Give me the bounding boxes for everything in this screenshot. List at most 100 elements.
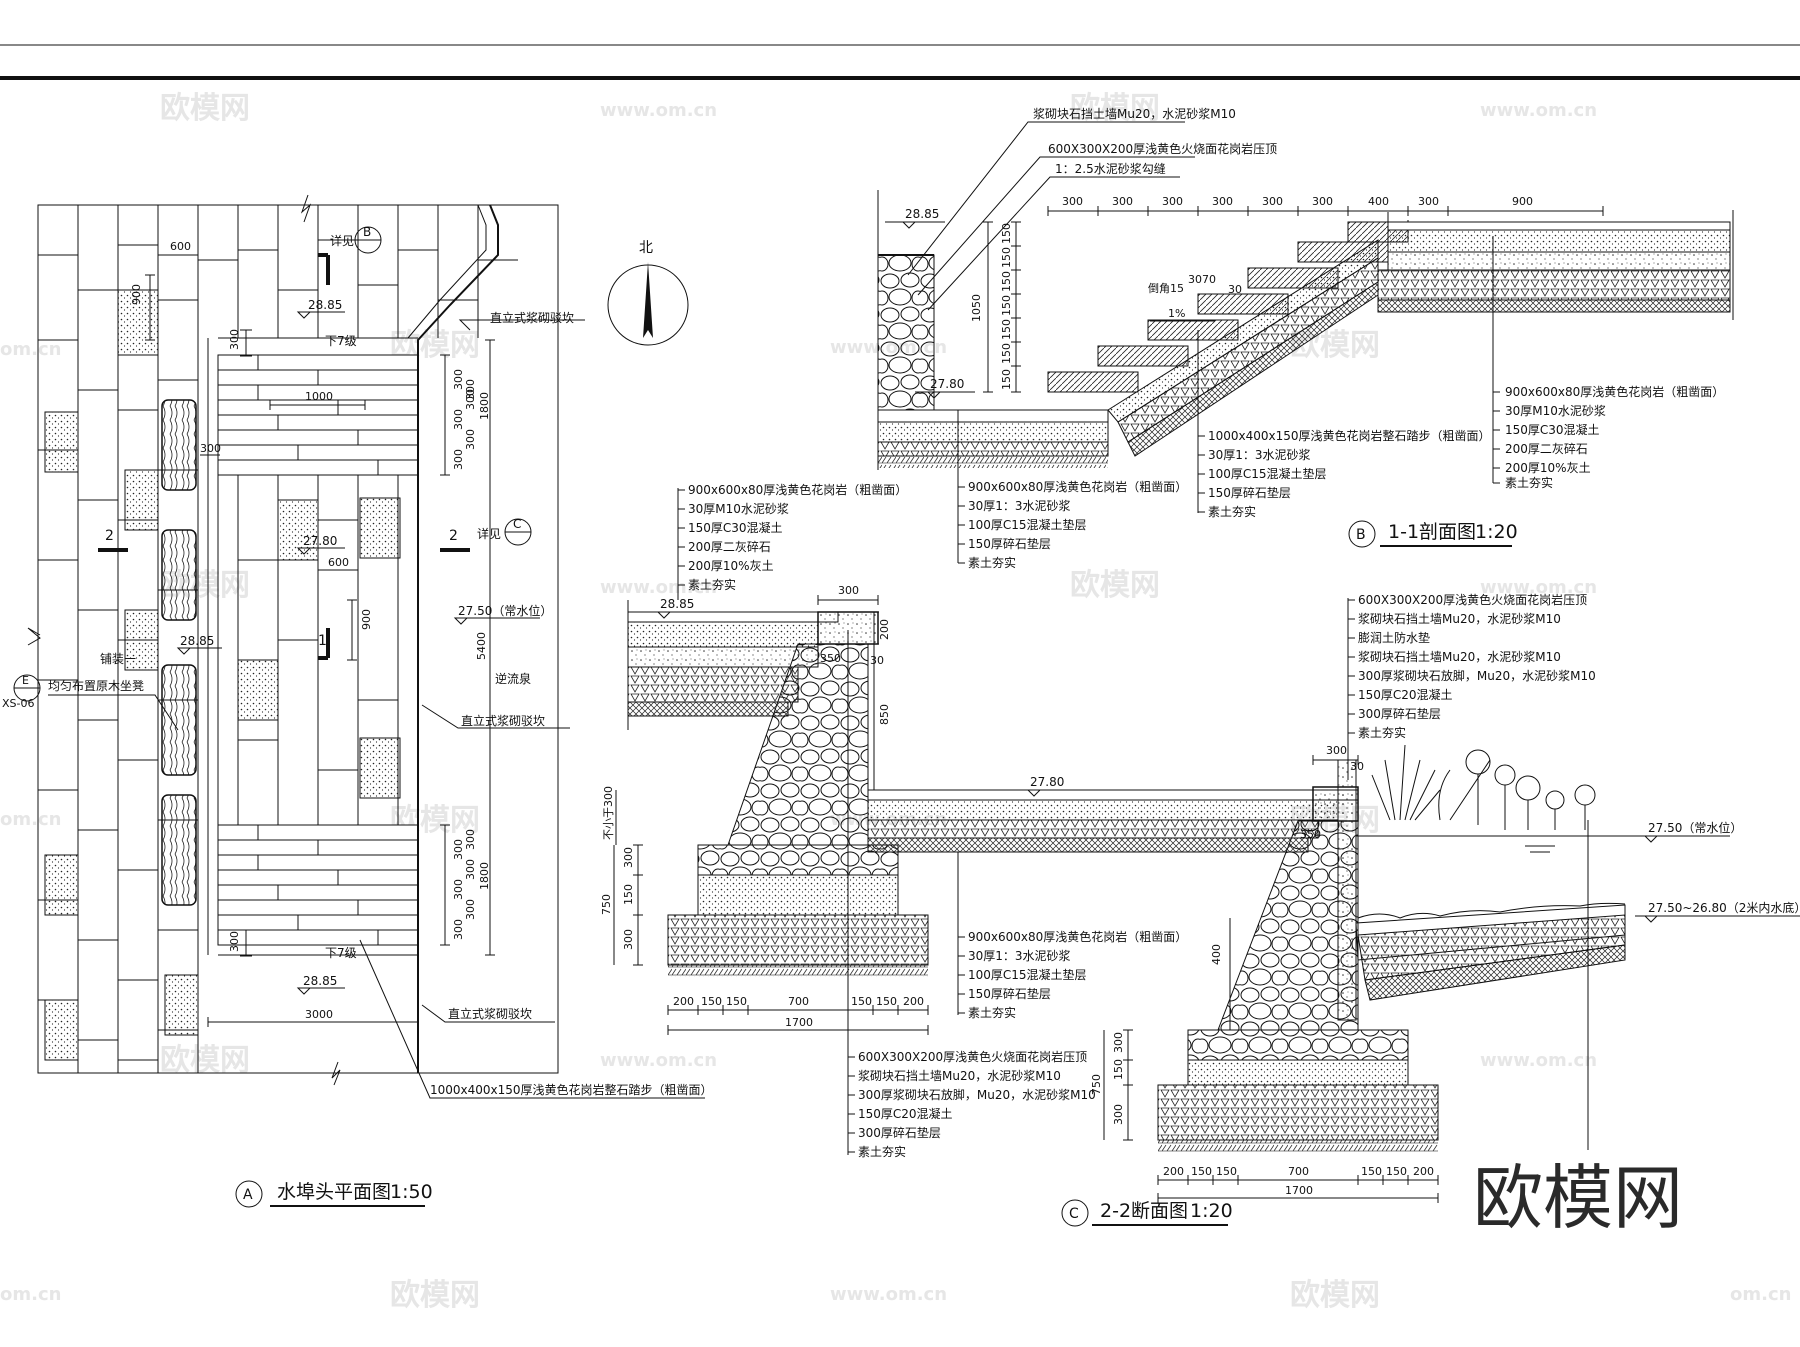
dim: 150 <box>1000 319 1013 340</box>
dim: 150 <box>1000 343 1013 364</box>
dim: 300 <box>622 847 635 868</box>
log-bench <box>161 664 197 776</box>
watermark-url: www.om.cn <box>600 1050 717 1071</box>
plan-stairs <box>217 354 419 946</box>
section-b-title: B 1-1剖面图 1:20 <box>1348 520 1518 548</box>
plan-elevations: 28.85 27.80 28.85 28.85 27.50（常水位） <box>176 298 552 995</box>
dim: 300 <box>464 429 477 450</box>
note: 素土夯实 <box>968 555 1016 570</box>
note: 900x600x80厚浅黄色花岗岩（粗凿面） <box>968 479 1187 494</box>
note: 200厚10%灰土 <box>688 559 774 573</box>
rubble-wall <box>877 254 935 411</box>
fountain-label: 逆流泉 <box>495 671 531 686</box>
elev-27-80: 27.80 <box>930 377 964 391</box>
note: 素土夯实 <box>1505 475 1553 490</box>
cut-2-left-label: 2 <box>105 528 114 544</box>
dim: 300 <box>452 839 465 860</box>
plan-paving-grid <box>37 204 559 1074</box>
elev-28-85-bottom: 28.85 <box>303 974 337 988</box>
dim: 300 <box>1062 195 1083 208</box>
plan-log-benches <box>161 399 197 906</box>
lotus-leaf <box>1515 775 1541 801</box>
elev-normal-water: 27.50（常水位） <box>458 603 552 618</box>
note: 150厚C30混凝土 <box>1505 422 1600 437</box>
wall-label: 直立式浆砌驳坎 <box>490 310 574 325</box>
watermark-url: www.om.cn <box>600 577 717 598</box>
note: 600X300X200厚浅黄色火烧面花岗岩压顶 <box>1358 592 1587 607</box>
section-c-upper-notes: 900x600x80厚浅黄色花岗岩（粗凿面） 30厚M10水泥砂浆 150厚C3… <box>677 482 907 600</box>
step-note: 1000x400x150厚浅黄色花岗岩整石踏步（粗凿面） <box>430 1082 713 1097</box>
note: 30厚M10水泥砂浆 <box>688 501 789 516</box>
note: 素土夯实 <box>1358 725 1406 740</box>
dim: 300 <box>1312 195 1333 208</box>
detail-b-word: 详见 <box>330 233 354 248</box>
note: 150厚碎石垫层 <box>1208 485 1291 500</box>
detail-b-id: B <box>363 225 371 239</box>
dim: 150 <box>1000 223 1013 244</box>
dim: 1700 <box>785 1016 813 1029</box>
chamfer-label: 倒角15 <box>1148 282 1184 295</box>
dim: 750 <box>600 894 613 915</box>
dim: 300 <box>1112 195 1133 208</box>
dim: 300 <box>1212 195 1233 208</box>
dim: 300 <box>464 829 477 850</box>
section-c-title: C 2-2断面图 1:20 <box>1061 1199 1233 1227</box>
north-arrow: 北 <box>607 240 689 346</box>
paving-label: 铺装一 <box>100 652 136 666</box>
lotus-leaf <box>1545 790 1565 810</box>
elev-28-85-top: 28.85 <box>308 298 342 312</box>
dim: 150 <box>1191 1165 1212 1178</box>
note: 1000x400x150厚浅黄色花岗岩整石踏步（粗凿面） <box>1208 428 1491 443</box>
note: 100厚C15混凝土垫层 <box>968 517 1087 532</box>
section-c-title-id: C <box>1069 1206 1079 1222</box>
dim: 300 <box>452 879 465 900</box>
note: 30厚1：3水泥砂浆 <box>968 948 1071 963</box>
plan-dimensions: 600 900 300 1000 300 600 900 5400 1800 1… <box>130 240 495 1027</box>
note: 150厚C20混凝土 <box>858 1106 953 1121</box>
wall-label: 直立式浆砌驳坎 <box>461 713 545 728</box>
elev-28-85-bench: 28.85 <box>180 634 214 648</box>
watermark-url: www.om.cn <box>1480 100 1597 121</box>
section-b-right-notes: 900x600x80厚浅黄色花岗岩（粗凿面） 30厚M10水泥砂浆 150厚C3… <box>1492 236 1724 490</box>
note: 300厚碎石垫层 <box>1358 706 1441 721</box>
note: 200厚二灰碎石 <box>1505 441 1588 456</box>
log-bench <box>161 399 197 491</box>
dim: 900 <box>130 284 143 305</box>
down-steps-label: 下7级 <box>325 946 357 960</box>
dim: 150 <box>1000 247 1013 268</box>
note: 900x600x80厚浅黄色花岗岩（粗凿面） <box>968 929 1187 944</box>
dim: 350 <box>820 652 841 665</box>
log-bench <box>161 529 197 621</box>
note: 300厚碎石垫层 <box>858 1125 941 1140</box>
watermark-url: www.om.cn <box>830 1284 947 1305</box>
dim: 200 <box>1413 1165 1434 1178</box>
section-c-bottom-notes: 900x600x80厚浅黄色花岗岩（粗凿面） 30厚1：3水泥砂浆 100厚C1… <box>957 852 1187 1020</box>
normal-water-level: 27.50（常水位） <box>1648 820 1742 835</box>
dim: 300 <box>1418 195 1439 208</box>
dim: 300 <box>622 929 635 950</box>
section-b-step-notes: 1000x400x150厚浅黄色花岗岩整石踏步（粗凿面） 30厚1：3水泥砂浆 … <box>1197 330 1491 519</box>
plan-water-edge <box>207 204 499 1073</box>
note: 30厚1：3水泥砂浆 <box>1208 447 1311 462</box>
note: 素土夯实 <box>858 1144 906 1159</box>
section-b: 300 300 300 300 300 300 400 300 900 150 … <box>877 106 1734 570</box>
watermark-logo: 欧模网 <box>1290 1278 1380 1313</box>
watermark-logo: 欧模网 <box>160 91 250 126</box>
watermark-url: om.cn <box>0 339 61 360</box>
dim: 3000 <box>305 1008 333 1021</box>
elev-27-80: 27.80 <box>303 534 337 548</box>
dim: 150 <box>1216 1165 1237 1178</box>
note: 100厚C15混凝土垫层 <box>1208 466 1327 481</box>
dim: 900 <box>360 609 373 630</box>
note: 600X300X200厚浅黄色火烧面花岗岩压顶 <box>1048 141 1277 156</box>
dim: 300 <box>1262 195 1283 208</box>
section-b-vertical-dims: 150 150 150 150 150 150 150 1050 <box>970 221 1021 393</box>
dim: 900 <box>1512 195 1533 208</box>
dim: 300 <box>464 389 477 410</box>
dim: 350 <box>1300 828 1321 841</box>
dim: 300 <box>464 379 477 400</box>
note: 浆砌块石挡土墙Mu20，水泥砂浆M10 <box>1358 649 1561 664</box>
dim: 600 <box>328 556 349 569</box>
watermark-logo: 欧模网 <box>160 1043 250 1078</box>
dim: 1800 <box>478 862 491 890</box>
